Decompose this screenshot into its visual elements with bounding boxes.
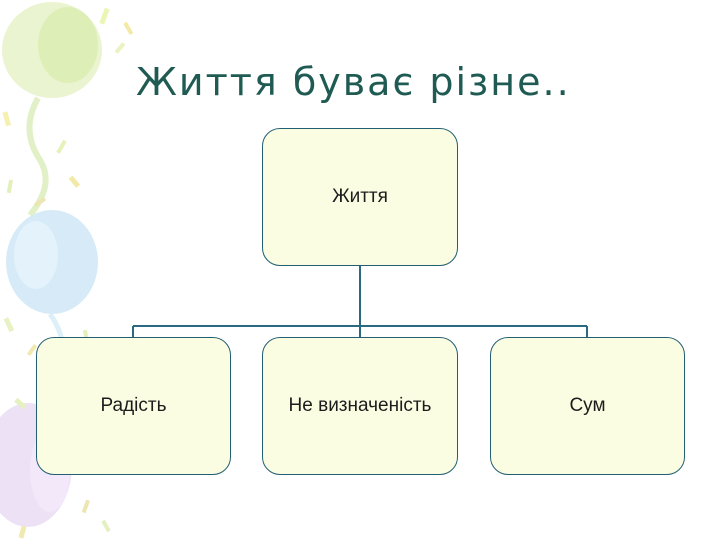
child-node-label: Сум [569,395,606,416]
child-node-sadness: Сум [490,337,685,475]
root-node-label: Життя [332,186,388,207]
child-node-joy: Радість [36,337,231,475]
slide-title: Життя буває різне.. [136,60,571,104]
child-node-label: Не визначеність [288,395,432,416]
child-node-uncertainty: Не визначеність [262,337,458,475]
child-node-label: Радість [100,395,167,416]
root-node: Життя [262,128,458,266]
